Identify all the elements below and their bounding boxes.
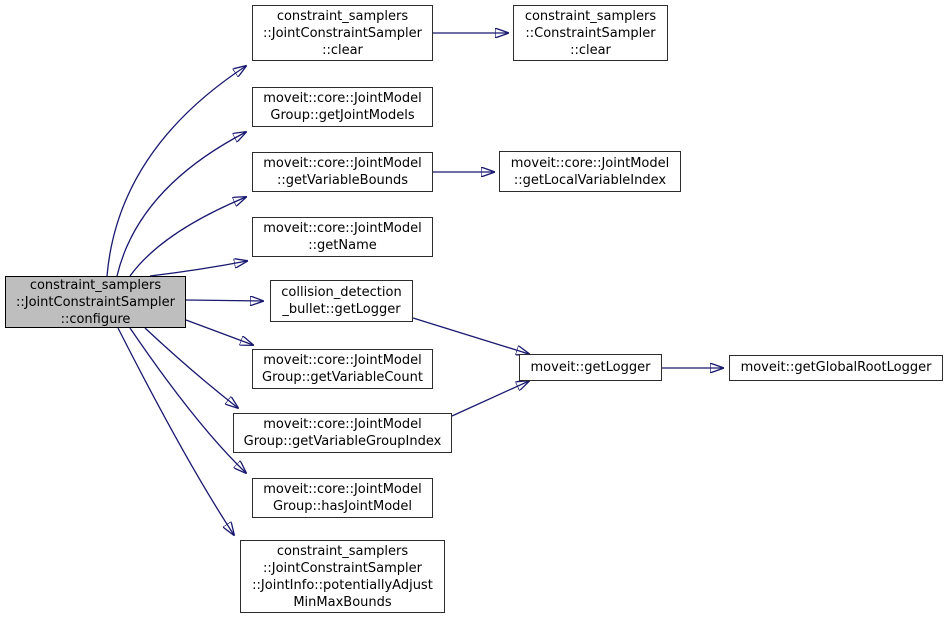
node-constraintsampler-clear[interactable]: constraint_samplers ::ConstraintSampler … (513, 5, 668, 61)
node-potentiallyadjustminmaxbounds[interactable]: constraint_samplers ::JointConstraintSam… (240, 540, 445, 613)
edge-getvariablegroupindex-to-getlogger (451, 381, 529, 417)
edge-configure-to-getvariablecount (185, 319, 253, 345)
node-moveit-getglobalrootlogger[interactable]: moveit::getGlobalRootLogger (729, 355, 943, 381)
node-getname[interactable]: moveit::core::JointModel ::getName (252, 217, 433, 257)
node-moveit-getlogger[interactable]: moveit::getLogger (519, 354, 662, 381)
node-hasjointmodel[interactable]: moveit::core::JointModel Group::hasJoint… (252, 478, 433, 518)
edge-configure-to-getname (149, 261, 247, 277)
node-jointconstraintsampler-clear[interactable]: constraint_samplers ::JointConstraintSam… (252, 5, 433, 61)
edge-bullet-getlogger-to-getlogger (412, 317, 529, 354)
edge-configure-to-getvariablebounds (129, 197, 246, 277)
edge-configure-to-bullet-getlogger (185, 300, 263, 301)
edge-configure-to-potentiallyadjust (117, 327, 234, 535)
node-collision-detection-bullet-getlogger[interactable]: collision_detection _bullet::getLogger (270, 280, 413, 322)
edge-configure-to-jcs-clear (106, 66, 246, 277)
node-getvariablebounds[interactable]: moveit::core::JointModel ::getVariableBo… (252, 152, 433, 192)
node-configure[interactable]: constraint_samplers ::JointConstraintSam… (5, 276, 186, 328)
node-getvariablecount[interactable]: moveit::core::JointModel Group::getVaria… (252, 349, 433, 389)
edge-configure-to-getvariablegroupindex (144, 327, 238, 408)
node-getvariablegroupindex[interactable]: moveit::core::JointModel Group::getVaria… (233, 413, 452, 453)
node-getjointmodels[interactable]: moveit::core::JointModel Group::getJoint… (252, 87, 433, 127)
edge-configure-to-hasjointmodel (129, 327, 246, 473)
node-getlocalvariableindex[interactable]: moveit::core::JointModel ::getLocalVaria… (499, 151, 681, 192)
edge-configure-to-getjointmodels (116, 132, 246, 277)
